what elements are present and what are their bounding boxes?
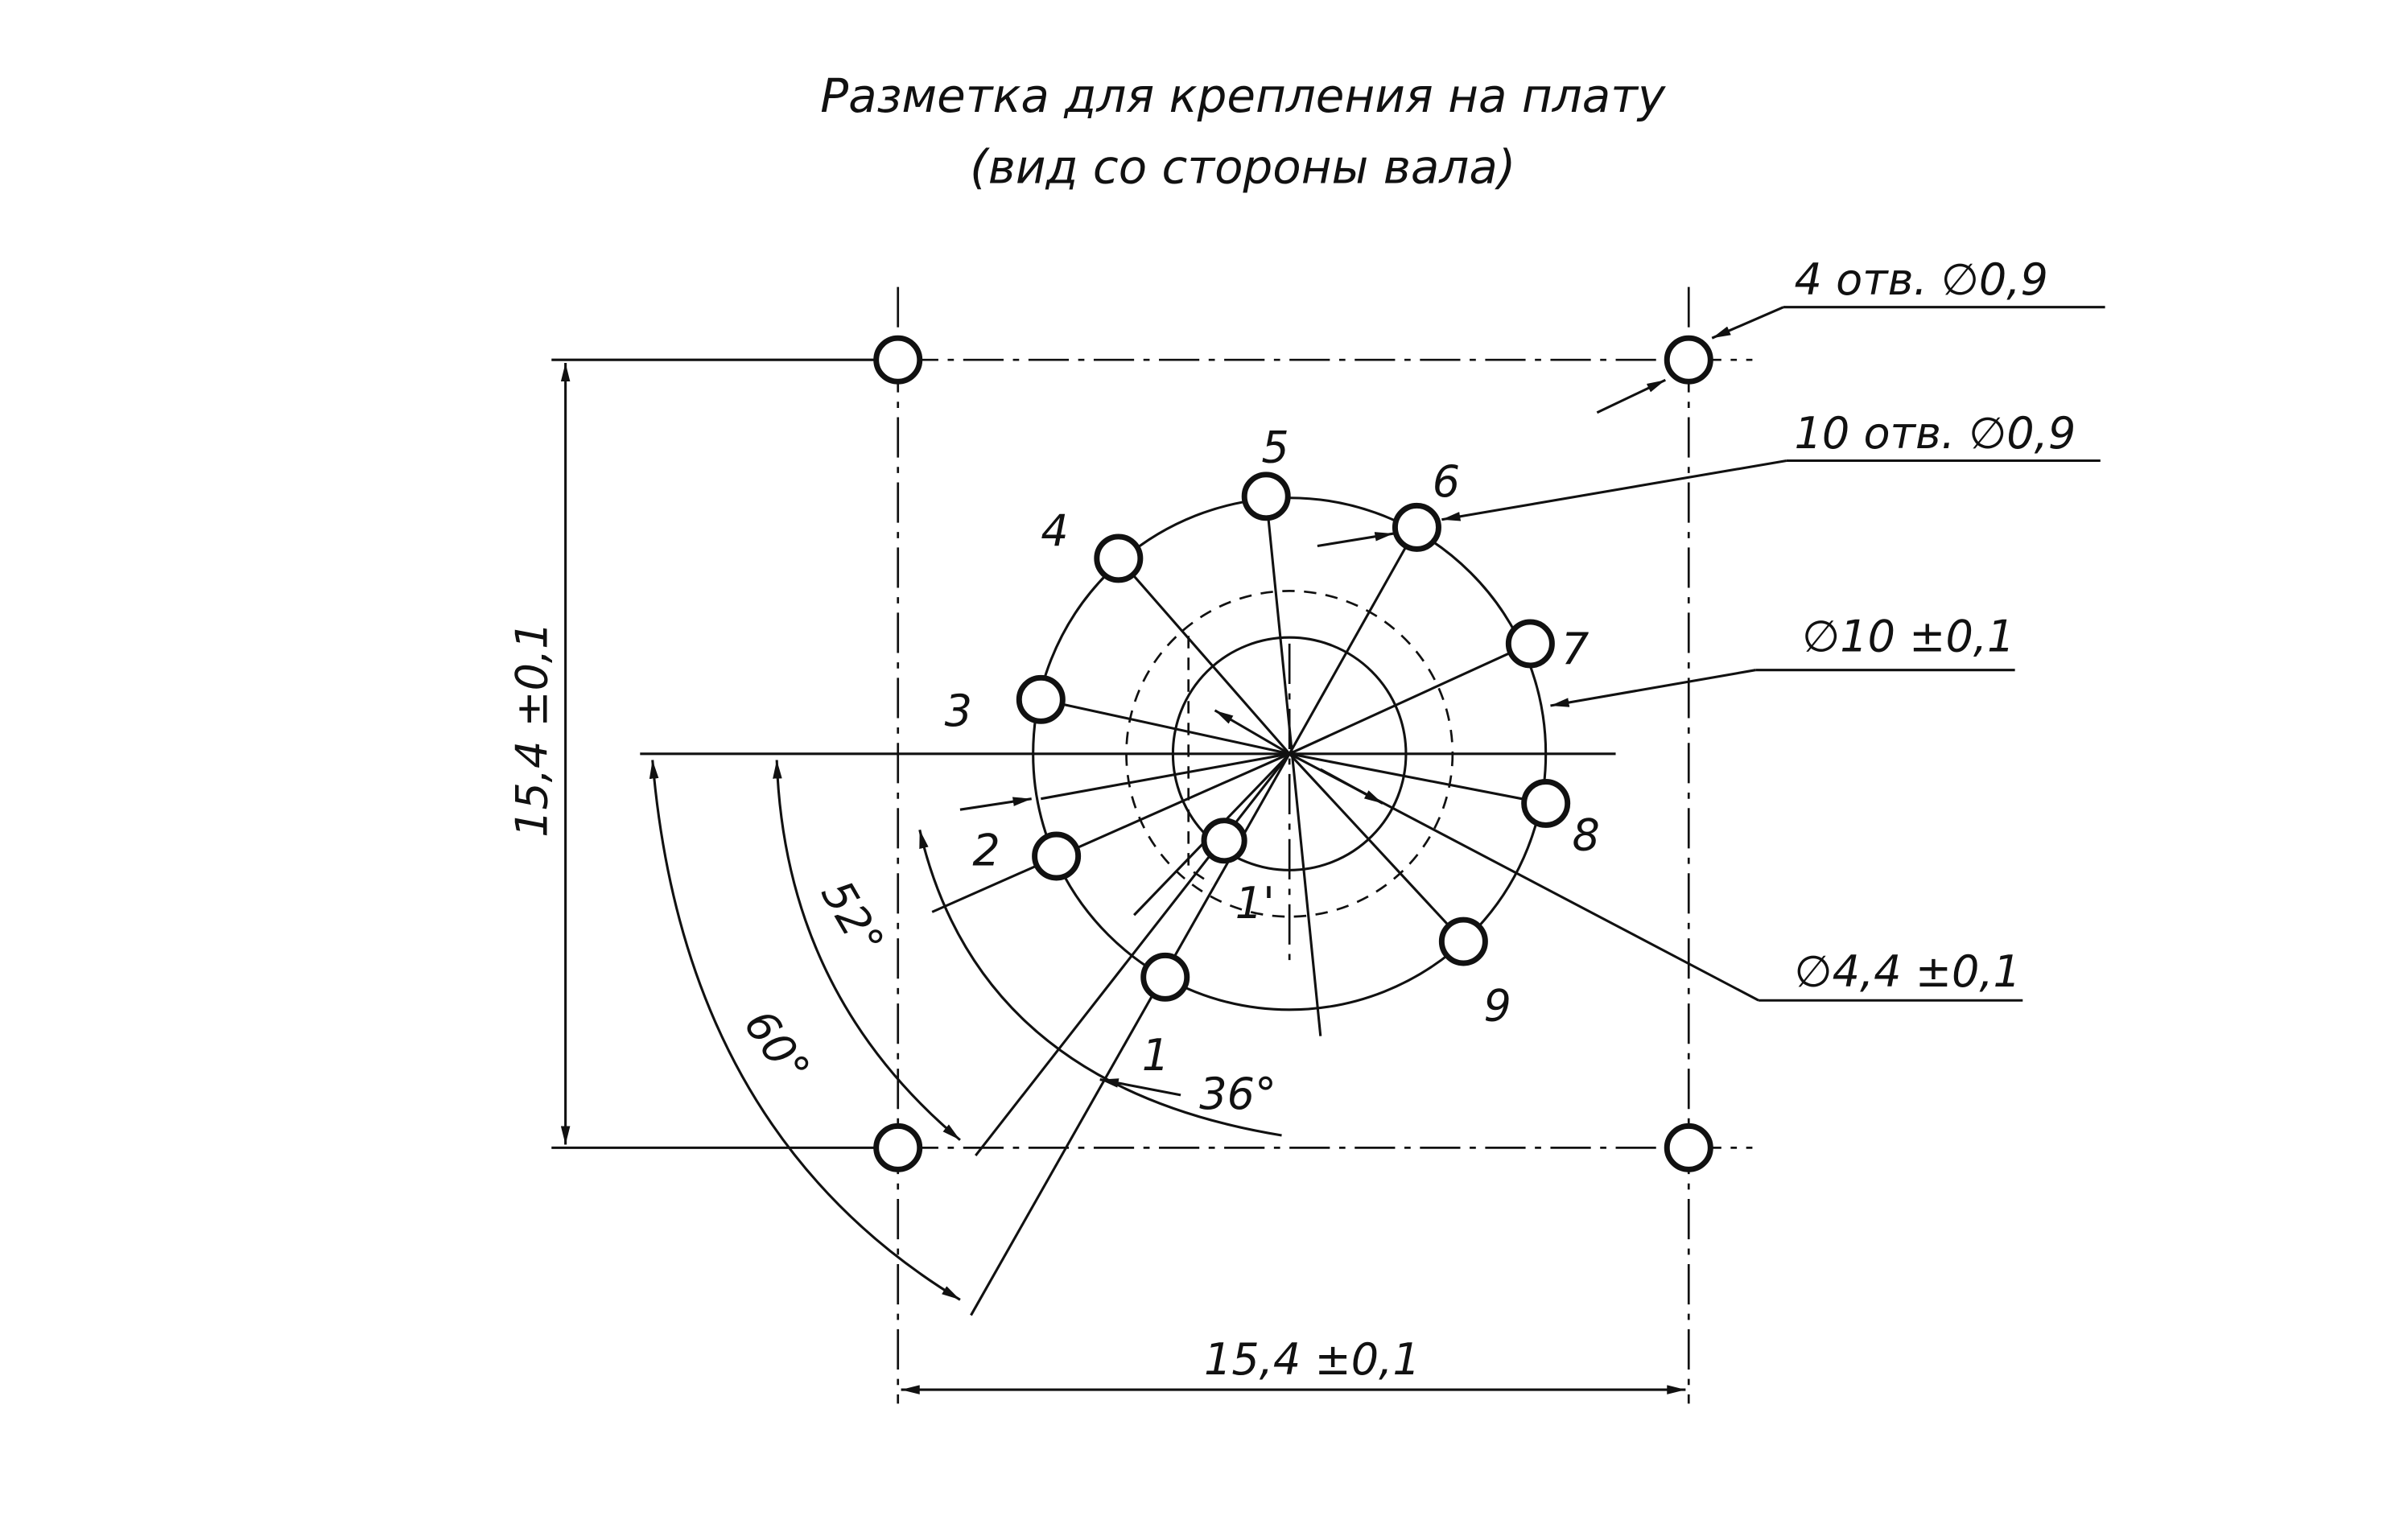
pin-hole-4 (1094, 533, 1144, 583)
angle-52-text: 52° (811, 871, 893, 963)
pin-hole-2 (1032, 831, 1082, 881)
callout-pin-holes: 10 отв. ∅0,9 (1317, 408, 2101, 548)
callout-pitch-circle: ∅10 ±0,1 (959, 612, 2015, 811)
hole-label-1-prime: 1' (1235, 878, 1275, 929)
title-line-1: Разметка для крепления на плату (820, 68, 1666, 123)
pin-hole-1 (1140, 952, 1190, 1002)
hole-label-6: 6 (1433, 456, 1460, 507)
dimension-width: 15,4 ±0,1 (901, 1334, 1686, 1394)
callout-pitch-circle-text: ∅10 ±0,1 (1802, 612, 2014, 662)
hole-label-5: 5 (1261, 422, 1289, 472)
hole-label-9: 9 (1483, 980, 1511, 1031)
angle-36-text: 36° (1199, 1069, 1276, 1119)
callout-inner-circle: ∅4,4 ±0,1 (1214, 709, 2023, 1002)
title-line-2: (вид со стороны вала) (970, 139, 1515, 194)
pin-hole-8 (1521, 779, 1571, 828)
hole-numbers: 1 2 3 4 5 6 7 8 9 1' (945, 422, 1600, 1081)
dimension-width-text: 15,4 ±0,1 (1204, 1334, 1420, 1385)
pin-hole-9 (1438, 917, 1488, 966)
dimension-height: 15,4 ±0,1 (506, 363, 571, 1145)
pin-hole-3 (1016, 674, 1066, 724)
mount-grid-centerlines (897, 286, 1753, 1404)
pin-hole-5 (1241, 472, 1291, 521)
pin-hole-7 (1505, 619, 1555, 669)
pin-hole-1-prime (1201, 818, 1247, 864)
mount-hole-bottom-left (873, 1122, 923, 1172)
dimension-height-text: 15,4 ±0,1 (506, 622, 557, 838)
hole-label-7: 7 (1561, 624, 1589, 674)
dashed-circle (1125, 590, 1454, 918)
callout-pin-holes-text: 10 отв. ∅0,9 (1795, 408, 2076, 459)
pin-hole-6 (1392, 502, 1441, 552)
hole-label-2: 2 (972, 826, 1000, 876)
angle-60: 60° (649, 760, 961, 1301)
angle-52: 52° (773, 760, 961, 1141)
hole-label-3: 3 (945, 686, 972, 736)
callout-inner-circle-text: ∅4,4 ±0,1 (1795, 946, 2021, 997)
mount-hole-bottom-right (1664, 1122, 1713, 1172)
hole-label-1: 1 (1142, 1030, 1169, 1081)
hole-label-4: 4 (1041, 506, 1068, 557)
inner-circle (1171, 636, 1408, 871)
callout-mount-holes: 4 отв. ∅0,9 (1596, 254, 2105, 414)
mount-hole-top-left (873, 335, 923, 385)
angle-36: 36° (918, 829, 1282, 1137)
hidden-contour (1187, 636, 1213, 885)
pin-holes (1016, 472, 1571, 1002)
hole-label-8: 8 (1572, 809, 1599, 860)
center-axes (640, 643, 1616, 962)
mount-hole-top-right (1664, 335, 1713, 385)
angle-60-text: 60° (734, 1001, 820, 1093)
callout-mount-holes-text: 4 отв. ∅0,9 (1795, 254, 2048, 305)
